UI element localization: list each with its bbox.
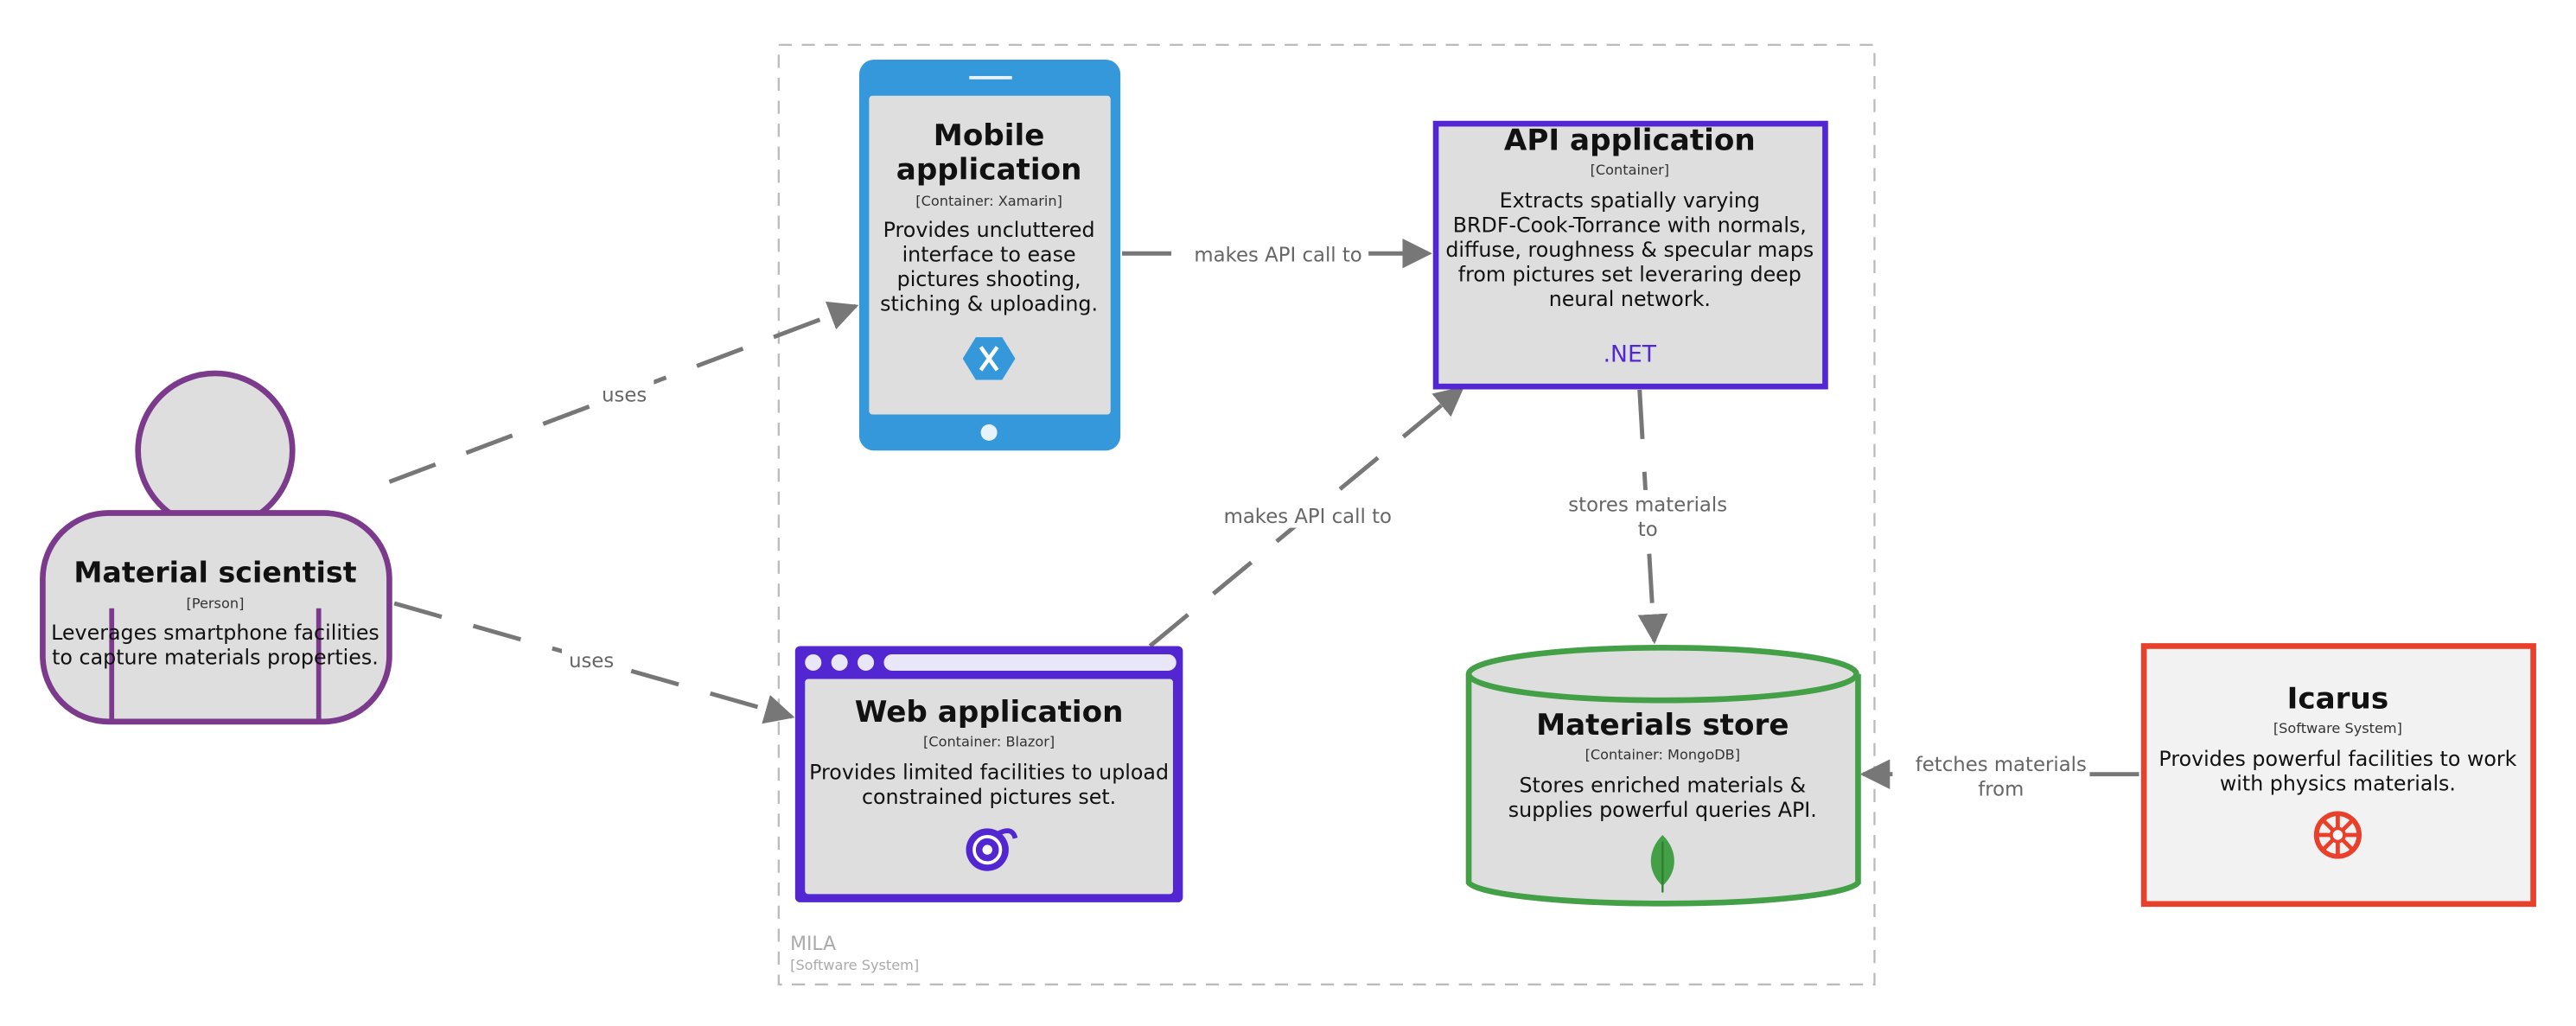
mobile-description-line3: pictures shooting, (897, 267, 1081, 291)
dotnet-badge: .NET (1604, 341, 1657, 368)
store-description-line1: Stores enriched materials & (1519, 774, 1806, 798)
api-description-line4: from pictures set leverаring deep (1458, 263, 1801, 287)
api-description-line2: BRDF-Cook-Torrance with normals, (1453, 213, 1807, 238)
mobile-home-button (980, 424, 998, 441)
mobile-speaker (969, 75, 1012, 80)
edge-label-icarus-to-store-line2: from (1978, 778, 2024, 800)
icarus-title: Icarus (2287, 682, 2389, 717)
web-description-line2: constrained pictures set. (862, 785, 1116, 809)
person-body (40, 510, 392, 725)
window-dot-1 (805, 653, 822, 671)
store-cylinder-body (1465, 673, 1861, 907)
store-type: [Container: MongoDB] (1585, 747, 1740, 763)
container-materials-store[interactable]: Materials store [Container: MongoDB] Sto… (1465, 645, 1861, 907)
xamarin-icon (962, 337, 1016, 380)
mobile-type: [Container: Xamarin] (915, 193, 1062, 209)
container-web-application[interactable]: Web application [Container: Blazor] Prov… (794, 646, 1183, 902)
person-name: Material scientist (73, 555, 356, 589)
mongodb-leaf-icon (1650, 835, 1674, 893)
mobile-description-line4: stiching & uploading. (880, 292, 1098, 316)
icarus-description-line2: with physics materials. (2220, 772, 2456, 796)
person-material-scientist[interactable]: Material scientist [Person] Leverages sm… (40, 370, 392, 725)
edge-label-person-to-web: uses (569, 650, 614, 672)
boundary-type: [Software System] (790, 957, 919, 973)
api-description-line3: diffuse, roughness & specular maps (1445, 238, 1814, 262)
api-box (1432, 120, 1828, 390)
mobile-screen (869, 95, 1111, 415)
edge-label-icarus-to-store-line1: fetches materials (1916, 754, 2087, 776)
api-description-line1: Extracts spatially varying (1500, 188, 1760, 213)
window-dot-3 (858, 653, 875, 671)
icarus-type: [Software System] (2273, 720, 2402, 736)
container-mobile-application[interactable]: Mobile application [Container: Xamarin] … (858, 59, 1121, 451)
store-description-line2: supplies powerful queries API. (1508, 798, 1817, 822)
store-title: Materials store (1536, 708, 1789, 742)
edge-label-api-to-store-line1: stores materials (1568, 494, 1727, 517)
boundary-name: MILA (790, 934, 836, 955)
window-dot-2 (831, 653, 848, 671)
store-cylinder-top (1465, 645, 1859, 704)
container-api-application[interactable]: API application [Container] Extracts spa… (1432, 120, 1828, 390)
mobile-description-line2: interface to ease (902, 243, 1076, 267)
web-title: Web application (855, 695, 1124, 730)
api-description-line5: neural network. (1549, 287, 1711, 311)
address-bar (883, 653, 1176, 671)
blazor-icon (966, 828, 1018, 871)
person-head (135, 370, 296, 531)
api-title: API application (1504, 123, 1756, 157)
edges: uses uses makes API call to makes API ca… (388, 238, 2139, 802)
mobile-title-line1: Mobile (934, 118, 1045, 153)
system-icarus[interactable]: Icarus [Software System] Provides powerf… (2140, 643, 2536, 908)
person-description-line1: Leverages smartphone facilities (51, 621, 379, 645)
web-description-line1: Provides limited facilities to upload (809, 760, 1169, 784)
icarus-box (2140, 643, 2536, 908)
icarus-logo-icon (2313, 811, 2362, 859)
web-content (805, 679, 1173, 895)
system-boundary-mila[interactable]: MILA [Software System] (777, 43, 1876, 986)
mobile-description-line1: Provides uncluttered (883, 218, 1095, 242)
person-type: [Person] (187, 596, 245, 612)
web-type: [Container: Blazor] (923, 733, 1055, 749)
mobile-title-line2: application (896, 153, 1082, 188)
edge-label-api-to-store-line2: to (1638, 519, 1658, 541)
edge-label-person-to-mobile: uses (602, 384, 647, 406)
edge-label-mobile-to-api: makes API call to (1194, 245, 1361, 267)
person-description-line2: to capture materials properties. (52, 645, 379, 669)
edge-label-web-to-api: makes API call to (1224, 506, 1392, 528)
api-type: [Container] (1591, 162, 1669, 178)
icarus-description-line1: Provides powerful facilities to work (2158, 747, 2516, 771)
